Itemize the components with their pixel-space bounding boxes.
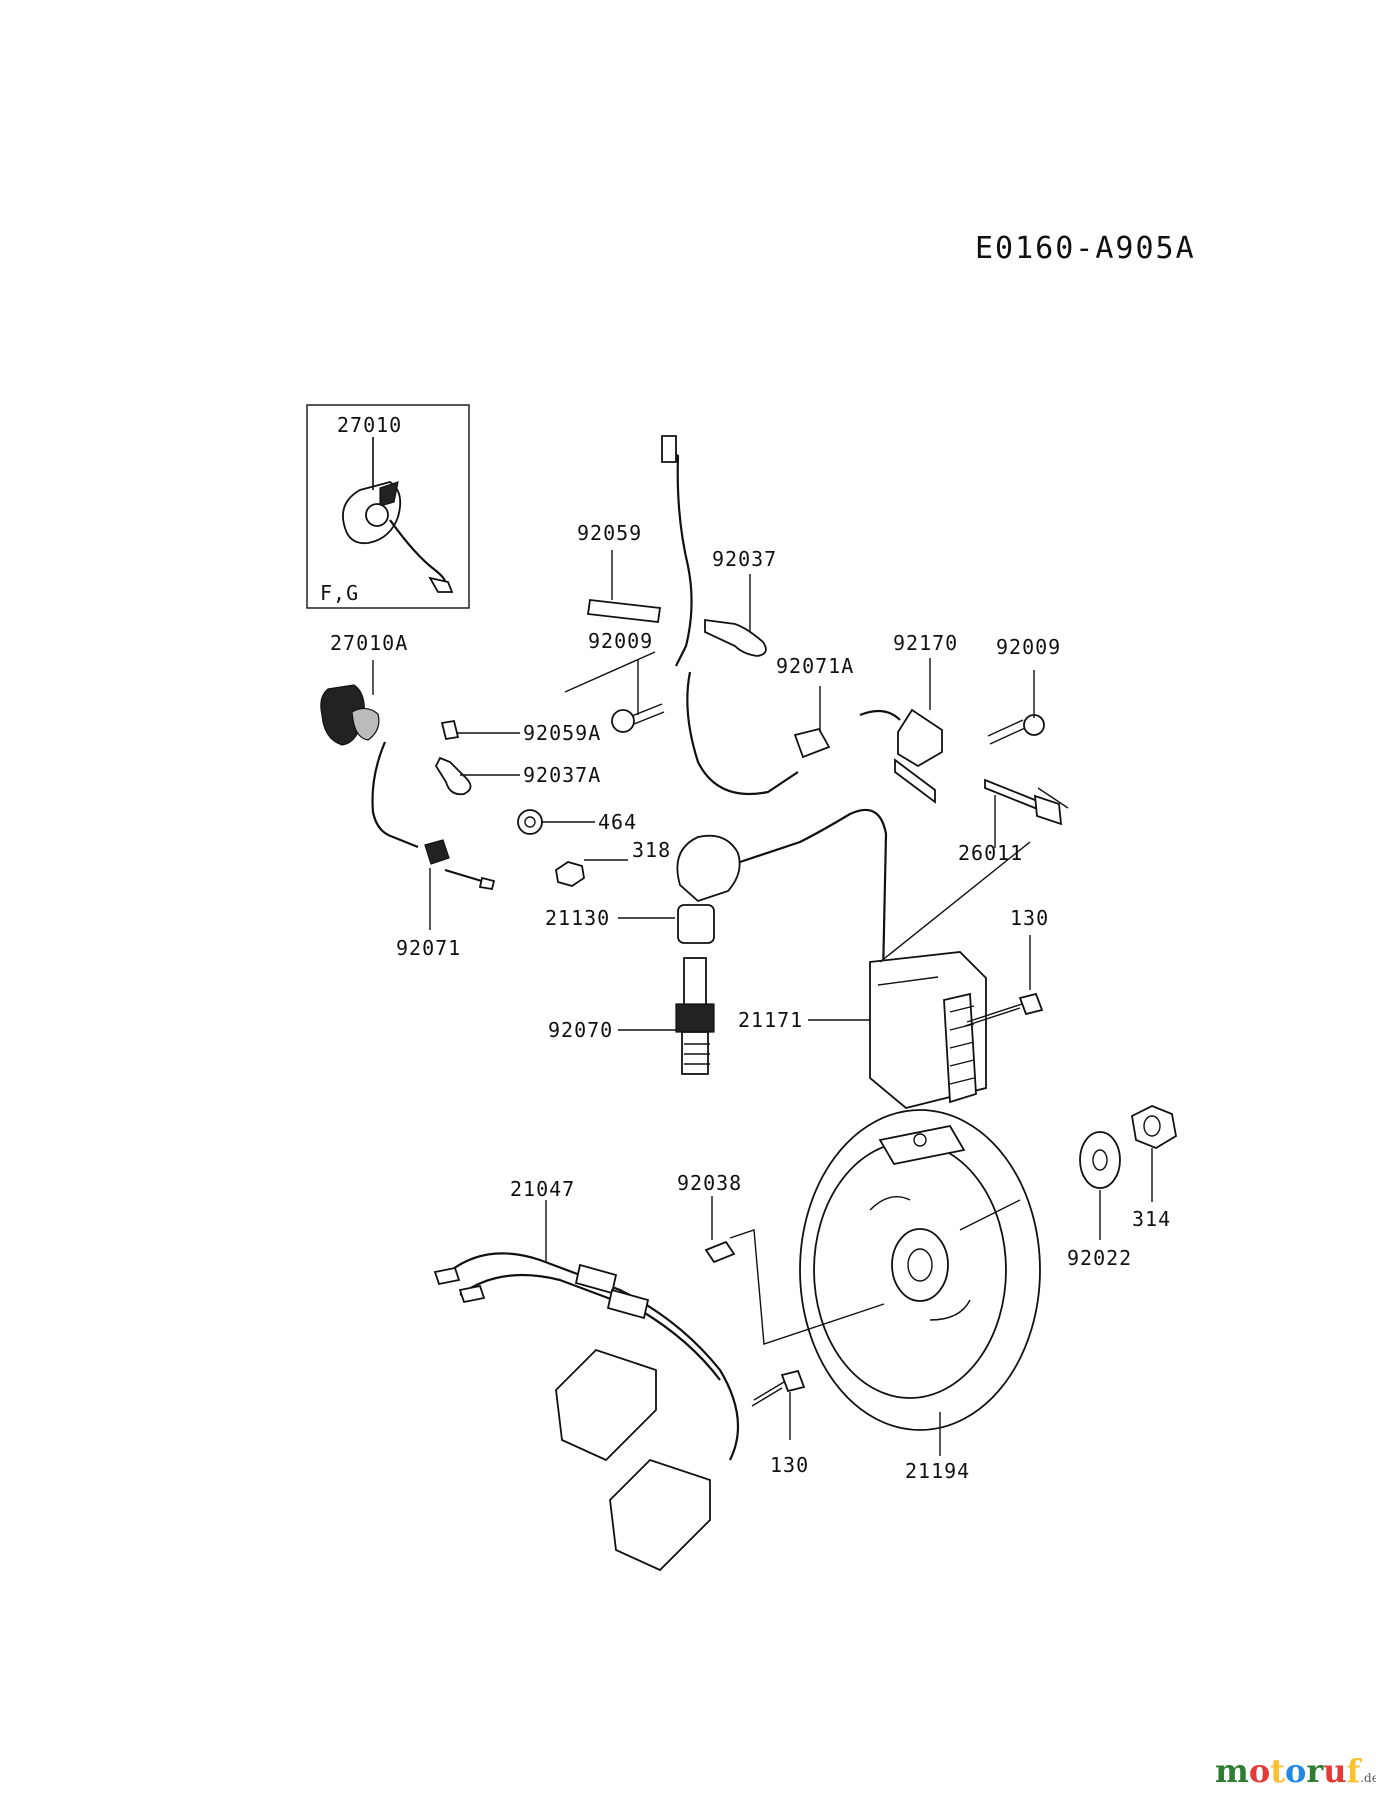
leader-lines — [372, 437, 1153, 1456]
watermark-letter: r — [1306, 1752, 1324, 1790]
label-130-b: 130 — [770, 1453, 809, 1477]
watermark-letter: m — [1215, 1752, 1249, 1790]
label-92070: 92070 — [548, 1018, 613, 1042]
label-21194: 21194 — [905, 1459, 970, 1483]
label-92037: 92037 — [712, 547, 777, 571]
part-clamps-drawing — [793, 727, 831, 759]
part-92170-bracket-drawing — [859, 708, 1063, 826]
label-92009-b: 92009 — [996, 635, 1061, 659]
part-92070-spark-plug-drawing — [675, 957, 715, 1075]
watermark-letter: t — [1270, 1752, 1285, 1790]
part-labels: 27010 27010A 92059 92037 92009 92071A 92… — [330, 413, 1171, 1483]
label-21171: 21171 — [738, 1008, 803, 1032]
part-21171-ignition-coil-drawing — [869, 951, 987, 1109]
lead-wire-loop — [686, 671, 799, 796]
part-screws-92009-drawing — [611, 703, 1045, 745]
part-92038-key-drawing — [704, 1240, 736, 1264]
label-92071: 92071 — [396, 936, 461, 960]
label-92071A: 92071A — [776, 654, 854, 678]
label-21047: 21047 — [510, 1177, 575, 1201]
watermark: motoruf.de — [1215, 1752, 1376, 1790]
inset-box — [306, 404, 470, 609]
label-92022: 92022 — [1067, 1246, 1132, 1270]
part-washer-nut-flywheel-drawing — [1079, 1105, 1177, 1189]
watermark-letter: u — [1323, 1752, 1346, 1790]
label-27010A: 27010A — [330, 631, 408, 655]
label-130-a: 130 — [1010, 906, 1049, 930]
label-92059: 92059 — [577, 521, 642, 545]
diagram-code: E0160-A905A — [975, 231, 1196, 266]
watermark-letter: o — [1285, 1752, 1306, 1790]
lead-wire-terminal — [661, 435, 677, 463]
label-26011: 26011 — [958, 841, 1023, 865]
label-314: 314 — [1132, 1207, 1171, 1231]
part-27010-switch-drawing — [342, 437, 454, 593]
label-92037A: 92037A — [523, 763, 601, 787]
part-terminals-drawing — [434, 618, 767, 796]
lead-wire-top — [667, 447, 693, 667]
watermark-letter: f — [1346, 1752, 1362, 1790]
label-92009-a: 92009 — [588, 629, 653, 653]
label-27010: 27010 — [337, 413, 402, 437]
part-21194-flywheel-drawing — [799, 1109, 1041, 1431]
label-92059A: 92059A — [523, 721, 601, 745]
watermark-letter: o — [1249, 1752, 1270, 1790]
part-130-bolts-drawing — [751, 992, 1044, 1407]
part-pins-drawing — [440, 599, 662, 741]
watermark-text: motoruf — [1215, 1752, 1362, 1790]
label-92038: 92038 — [677, 1171, 742, 1195]
label-21130: 21130 — [545, 906, 610, 930]
inset-note: F,G — [320, 581, 359, 605]
part-27010A-switch-drawing — [320, 684, 496, 891]
watermark-suffix: .de — [1360, 1771, 1376, 1785]
label-92170: 92170 — [893, 631, 958, 655]
label-318: 318 — [632, 838, 671, 862]
part-21047-exciter-coil-drawing — [433, 1252, 740, 1572]
label-464: 464 — [598, 810, 637, 834]
